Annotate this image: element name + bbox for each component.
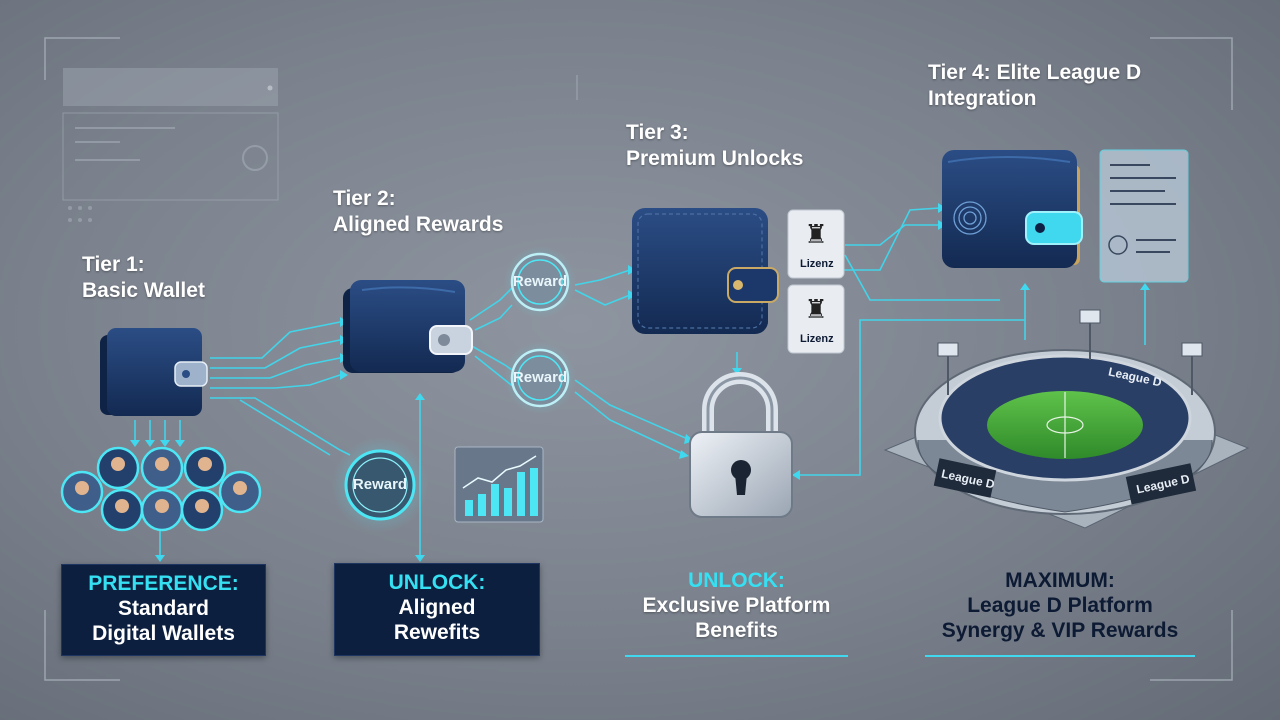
outcome-1-line2: Digital Wallets bbox=[92, 621, 235, 645]
outcome-2-line1: Aligned bbox=[398, 595, 476, 619]
outcome-4-line1: League D Platform bbox=[967, 593, 1153, 617]
tier-1-label: Tier 1: Basic Wallet bbox=[82, 252, 205, 305]
outcome-4-line2: Synergy & VIP Rewards bbox=[941, 618, 1179, 642]
reward-badge-1 bbox=[504, 246, 576, 318]
stadium-icon bbox=[883, 309, 1250, 529]
outcome-3-heading: UNLOCK: bbox=[688, 569, 785, 592]
svg-text:♜: ♜ bbox=[804, 294, 827, 324]
tier-2-title: Tier 2: bbox=[333, 187, 396, 210]
padlock-icon bbox=[689, 372, 793, 518]
outcome-2-heading: UNLOCK: bbox=[388, 571, 486, 594]
tier-3-title: Tier 3: bbox=[626, 121, 689, 144]
license-card-2: ♜ bbox=[787, 284, 845, 354]
reward-badge-2 bbox=[504, 342, 576, 414]
outcome-2-line2: Rewefits bbox=[393, 620, 481, 644]
tier3-wallet-icon bbox=[632, 208, 779, 334]
tier2-wallet-icon bbox=[343, 280, 473, 373]
outcome-1-box: PREFERENCE: Standard Digital Wallets bbox=[61, 564, 266, 656]
license-card-1-label: Lizenz bbox=[800, 258, 834, 270]
svg-text:♜: ♜ bbox=[804, 219, 827, 249]
tier-3-label: Tier 3: Premium Unlocks bbox=[626, 120, 803, 173]
outcome-3-line1: Exclusive Platform bbox=[642, 593, 831, 617]
reward-badge-3 bbox=[332, 437, 428, 533]
license-card-2-label: Lizenz bbox=[800, 333, 834, 345]
outcome-3-line2: Benefits bbox=[695, 618, 778, 642]
tier-1-title: Tier 1: bbox=[82, 253, 145, 276]
outcome-2-box: UNLOCK: Aligned Rewefits bbox=[334, 563, 540, 656]
outcome-4-heading: MAXIMUM: bbox=[1005, 569, 1115, 592]
tier1-wallet-icon bbox=[100, 328, 208, 416]
tier-4-title: Tier 4: Elite League D bbox=[928, 61, 1142, 84]
hud-frame bbox=[44, 37, 1233, 681]
digital-panel bbox=[1099, 149, 1189, 283]
outcome-4-box: MAXIMUM: League D Platform Synergy & VIP… bbox=[925, 569, 1195, 643]
outcome-1-heading: PREFERENCE: bbox=[88, 572, 239, 595]
outcome-1-line1: Standard bbox=[117, 596, 209, 620]
reward-badge-2-label: Reward bbox=[512, 369, 568, 386]
tier-2-subtitle: Aligned Rewards bbox=[333, 213, 504, 237]
reward-badge-1-label: Reward bbox=[512, 273, 568, 290]
reward-badge-3-label: Reward bbox=[352, 476, 408, 493]
growth-chart-icon bbox=[454, 446, 544, 523]
tier4-wallet-icon bbox=[942, 150, 1083, 268]
tier-4-label: Tier 4: Elite League D Integration bbox=[928, 60, 1141, 113]
tier-4-subtitle: Integration bbox=[928, 87, 1037, 111]
tier-1-subtitle: Basic Wallet bbox=[82, 279, 205, 303]
tier-2-label: Tier 2: Aligned Rewards bbox=[333, 186, 503, 239]
license-card-1: ♜ bbox=[787, 209, 845, 279]
outcome-3-box: UNLOCK: Exclusive Platform Benefits bbox=[625, 569, 848, 643]
tier-3-subtitle: Premium Unlocks bbox=[626, 147, 804, 171]
hud-panel bbox=[62, 68, 578, 222]
